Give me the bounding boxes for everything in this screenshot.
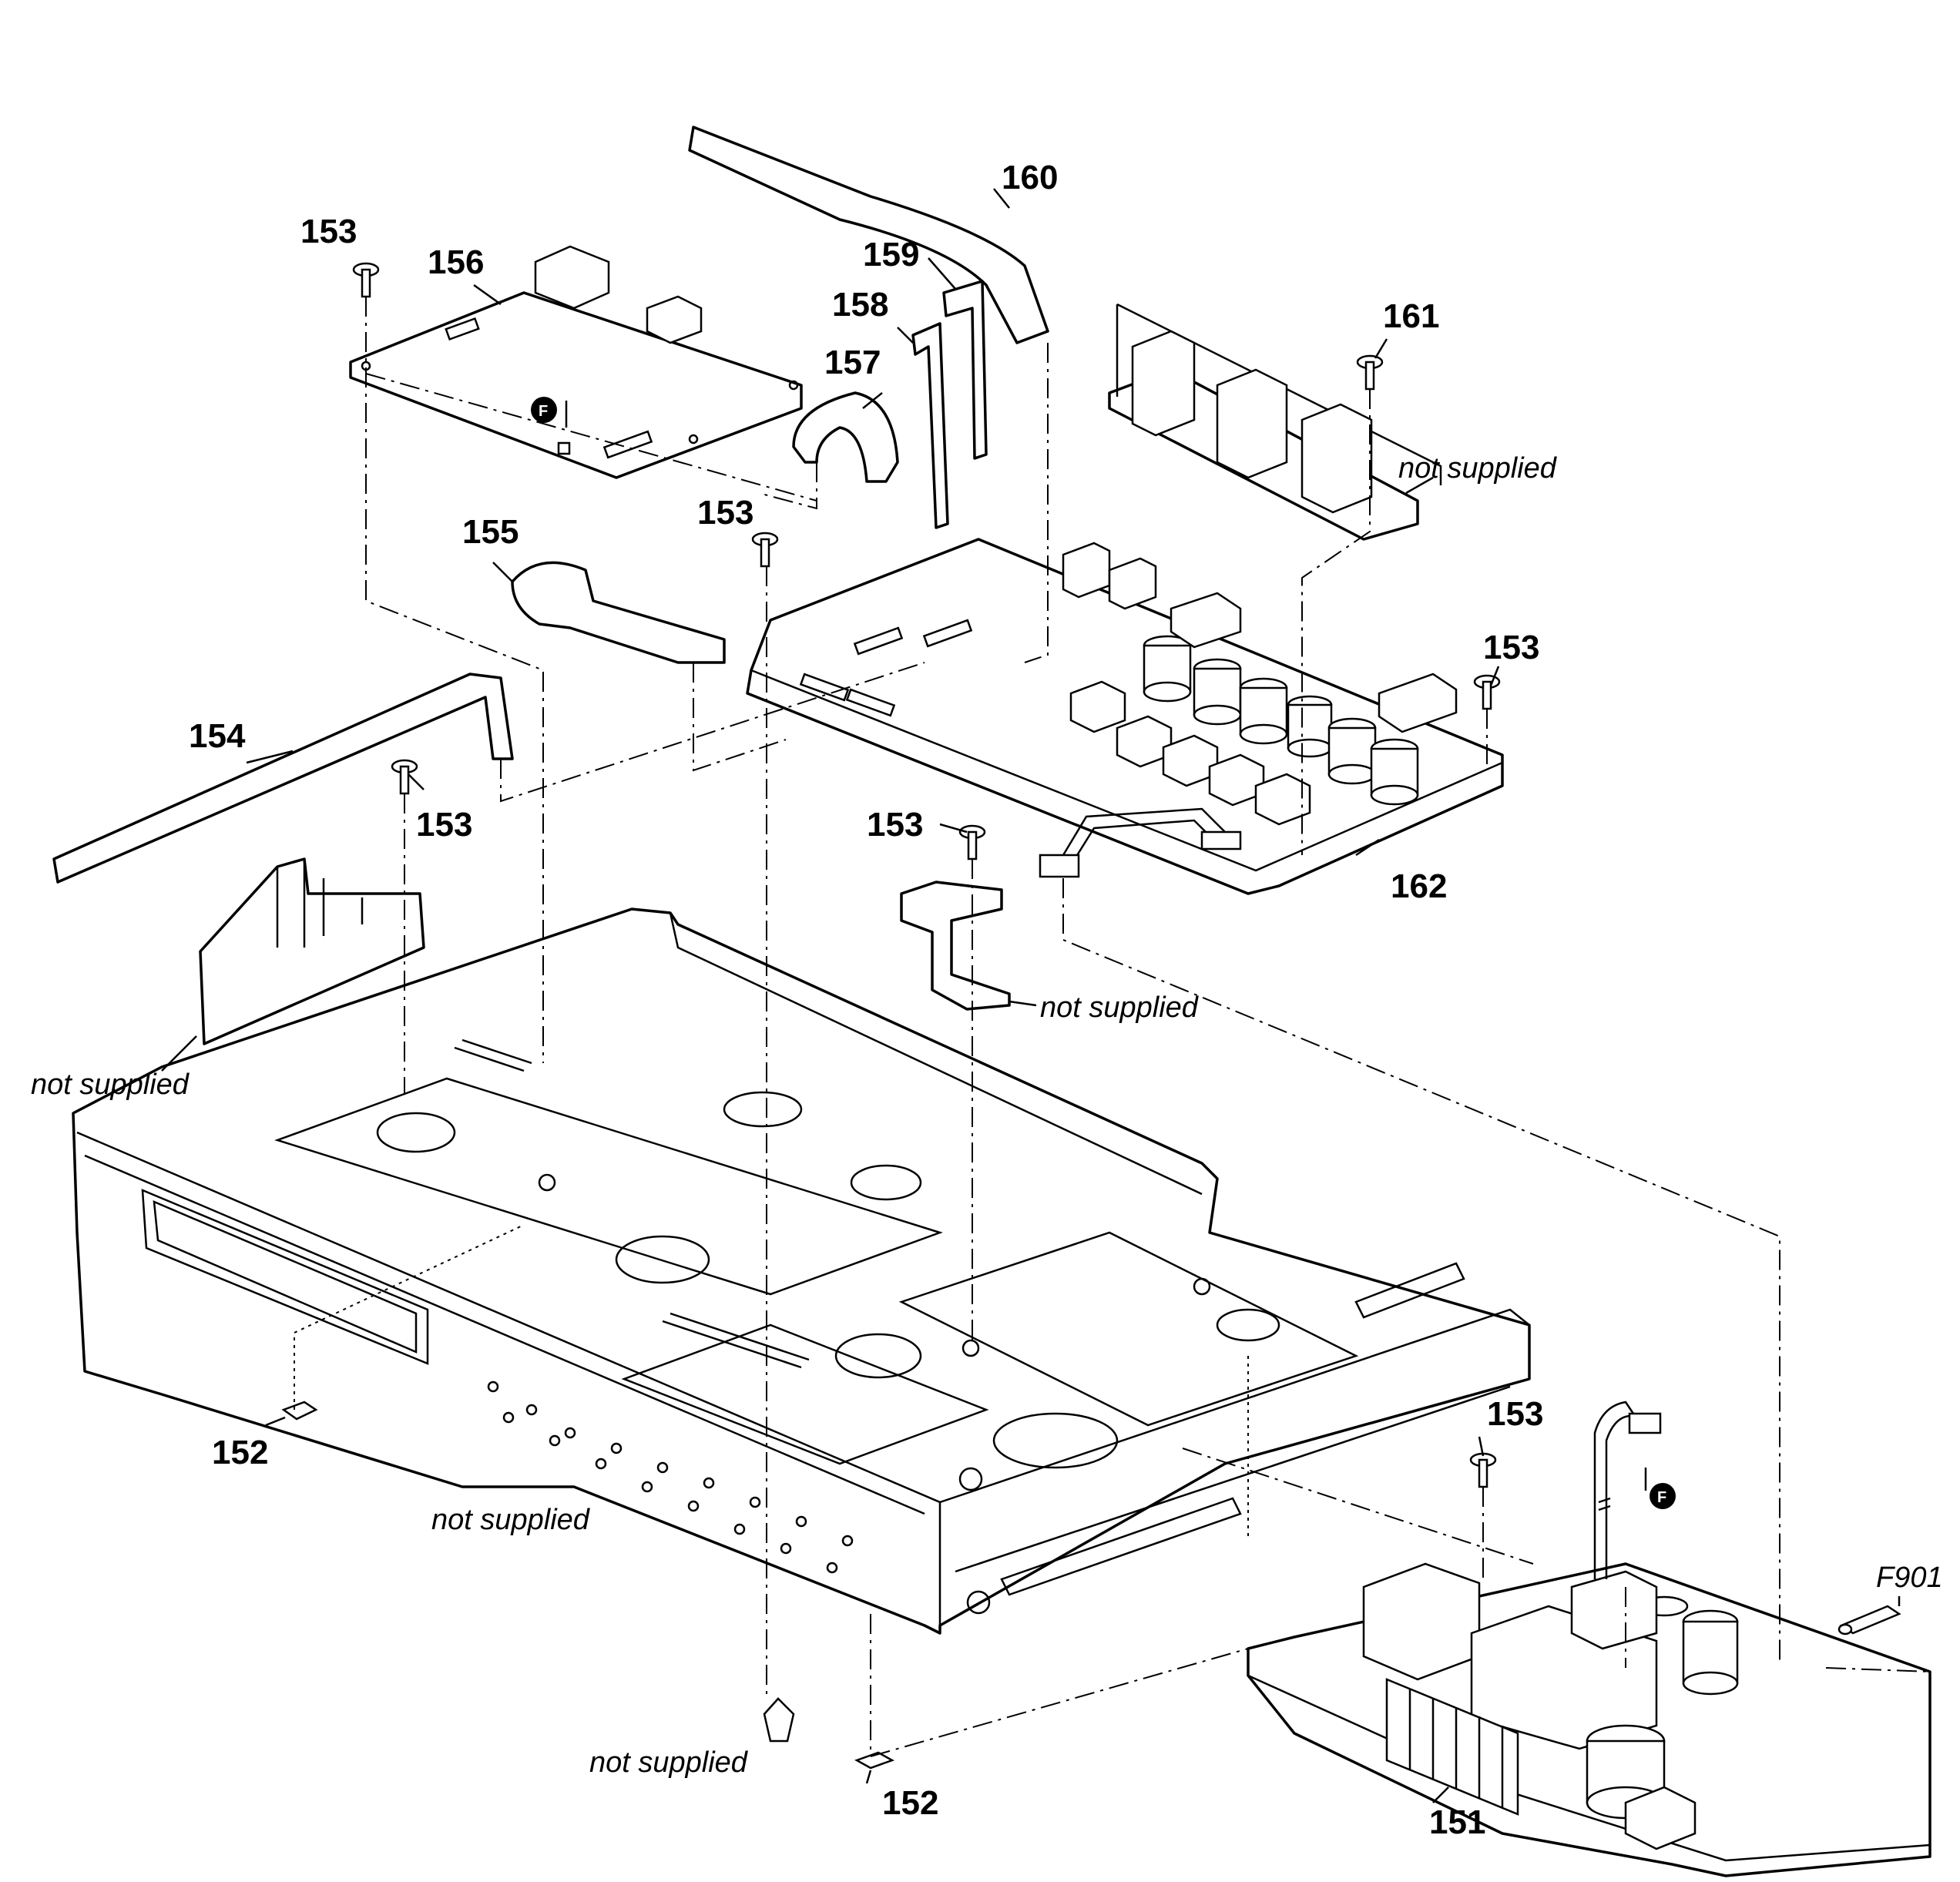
- cable-158: [911, 322, 949, 529]
- cable-159: [942, 280, 988, 460]
- note-not-supplied-bracket: not supplied: [1040, 991, 1200, 1024]
- label-f901: F901: [1876, 1562, 1943, 1594]
- cable-155: [511, 561, 726, 664]
- label-158: 158: [832, 286, 888, 324]
- label-153-bracket: 153: [867, 806, 923, 844]
- label-161: 161: [1383, 297, 1439, 335]
- label-153-middle: 153: [697, 494, 753, 532]
- label-153-right-board: 153: [1483, 629, 1539, 666]
- note-not-supplied-rivet: not supplied: [589, 1746, 749, 1779]
- note-not-supplied-161: not supplied: [1398, 452, 1558, 485]
- label-156: 156: [428, 243, 484, 281]
- label-157: 157: [824, 344, 881, 381]
- label-153-left: 153: [416, 806, 472, 844]
- label-162: 162: [1391, 867, 1447, 905]
- label-160: 160: [1002, 159, 1058, 196]
- f-marker-top: F: [539, 403, 548, 420]
- bracket-part: [900, 881, 1011, 1011]
- power-board-151: F: [1247, 1401, 1931, 1877]
- chassis-frame: [72, 907, 1531, 1635]
- label-154: 154: [189, 717, 246, 755]
- part-labels: 151 152 152 153 153 153 153 153 153 154 …: [189, 159, 1943, 1841]
- cable-154: [52, 673, 514, 884]
- f-marker-power: F: [1657, 1489, 1666, 1506]
- feet: [281, 1401, 895, 1770]
- jack-board-161: [1108, 303, 1442, 541]
- label-159: 159: [863, 236, 919, 273]
- shield-plate: [199, 857, 425, 1045]
- cable-160: [688, 126, 1049, 344]
- note-not-supplied-chassis: not supplied: [431, 1504, 591, 1536]
- board-156: F: [349, 245, 803, 479]
- leader-lines: [161, 188, 1500, 1803]
- main-board-162: [746, 538, 1504, 895]
- label-151: 151: [1429, 1803, 1485, 1841]
- cable-157: [792, 391, 899, 483]
- label-153-power: 153: [1487, 1395, 1543, 1433]
- assembly-lines: [294, 297, 1931, 1757]
- note-not-supplied-shield: not supplied: [31, 1068, 190, 1101]
- label-153-top-left: 153: [300, 213, 357, 250]
- notes: not supplied not supplied not supplied n…: [31, 452, 1558, 1779]
- label-152-left: 152: [212, 1434, 268, 1471]
- label-155: 155: [462, 513, 519, 551]
- label-152-bottom: 152: [882, 1784, 938, 1822]
